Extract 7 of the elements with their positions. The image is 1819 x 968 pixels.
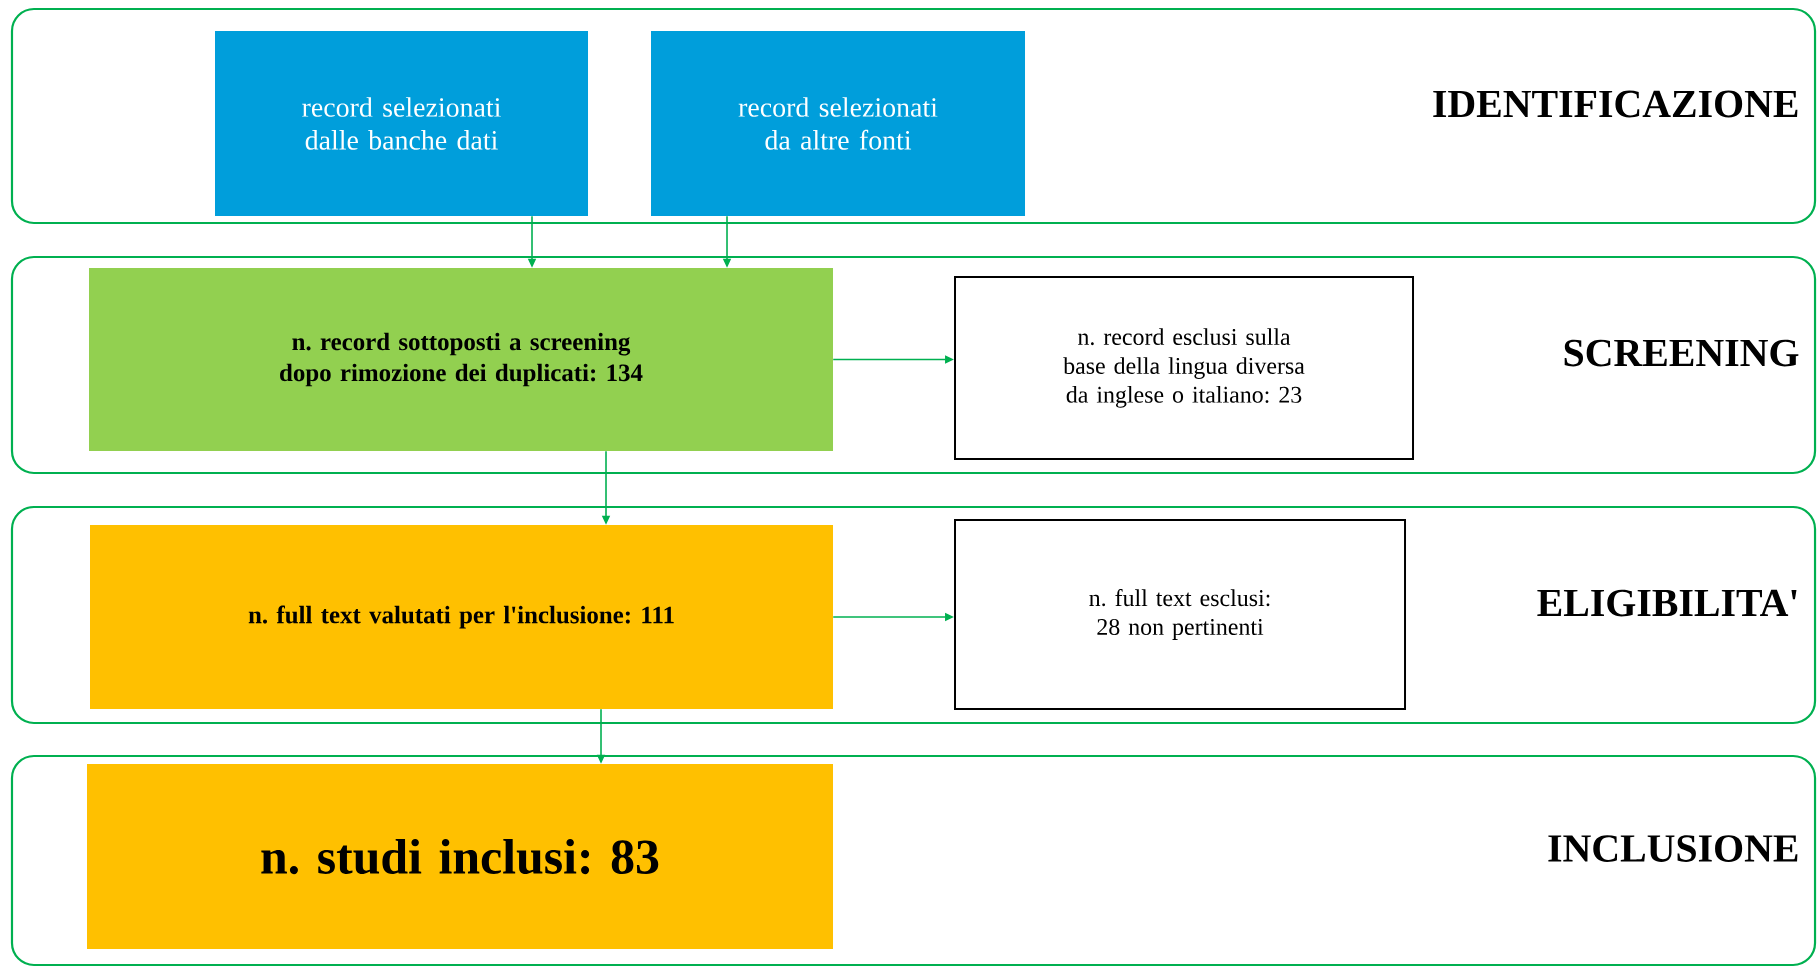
- exclusion-box: n. record esclusi sulla base della lingua diversa da inglese o italiano: 23: [954, 276, 1414, 460]
- result-box: n. studi inclusi: 83: [87, 764, 833, 949]
- process-box: n. record sottoposti a screening dopo rimozione dei duplicati: 134: [89, 268, 833, 451]
- process-box: n. full text valutati per l'inclusione: 111: [90, 525, 833, 709]
- source-box: record selezionati dalle banche dati: [215, 31, 588, 216]
- source-box: record selezionati da altre fonti: [651, 31, 1025, 216]
- exclusion-box: n. full text esclusi: 28 non pertinenti: [954, 519, 1406, 710]
